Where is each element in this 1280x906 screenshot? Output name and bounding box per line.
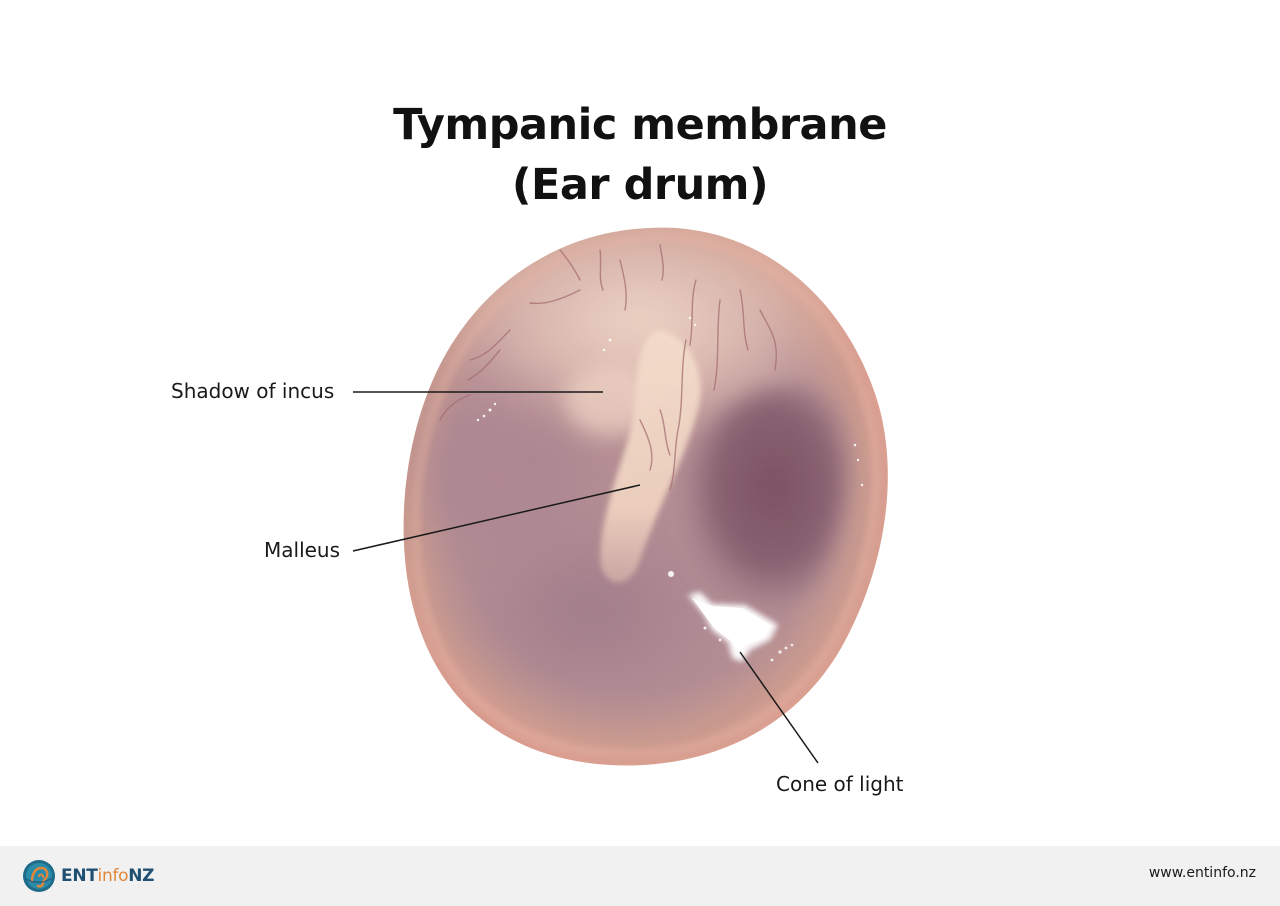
logo-info: info <box>97 866 129 886</box>
tympanic-membrane-illustration <box>352 227 888 766</box>
page-title: Tympanic membrane (Ear drum) <box>0 95 1280 215</box>
logo-nz: NZ <box>128 866 155 886</box>
site-url-link[interactable]: www.entinfo.nz <box>1148 865 1256 881</box>
label-cone-of-light: Cone of light <box>776 772 904 796</box>
logo-ent: ENT <box>61 866 98 886</box>
cone-leader-line <box>739 651 819 764</box>
title-line-1: Tympanic membrane <box>393 99 887 150</box>
footer-bar: ENTinfoNZ www.entinfo.nz <box>0 846 1280 906</box>
malleus-leader-line <box>352 484 641 552</box>
label-shadow-of-incus: Shadow of incus <box>171 379 335 403</box>
title-line-2: (Ear drum) <box>511 159 769 210</box>
logo-wordmark: ENTinfoNZ <box>61 866 155 886</box>
label-malleus: Malleus <box>264 538 341 562</box>
ear-globe-icon <box>23 860 55 892</box>
entinfonz-logo[interactable]: ENTinfoNZ <box>22 858 155 894</box>
malleus-handle <box>600 330 701 583</box>
